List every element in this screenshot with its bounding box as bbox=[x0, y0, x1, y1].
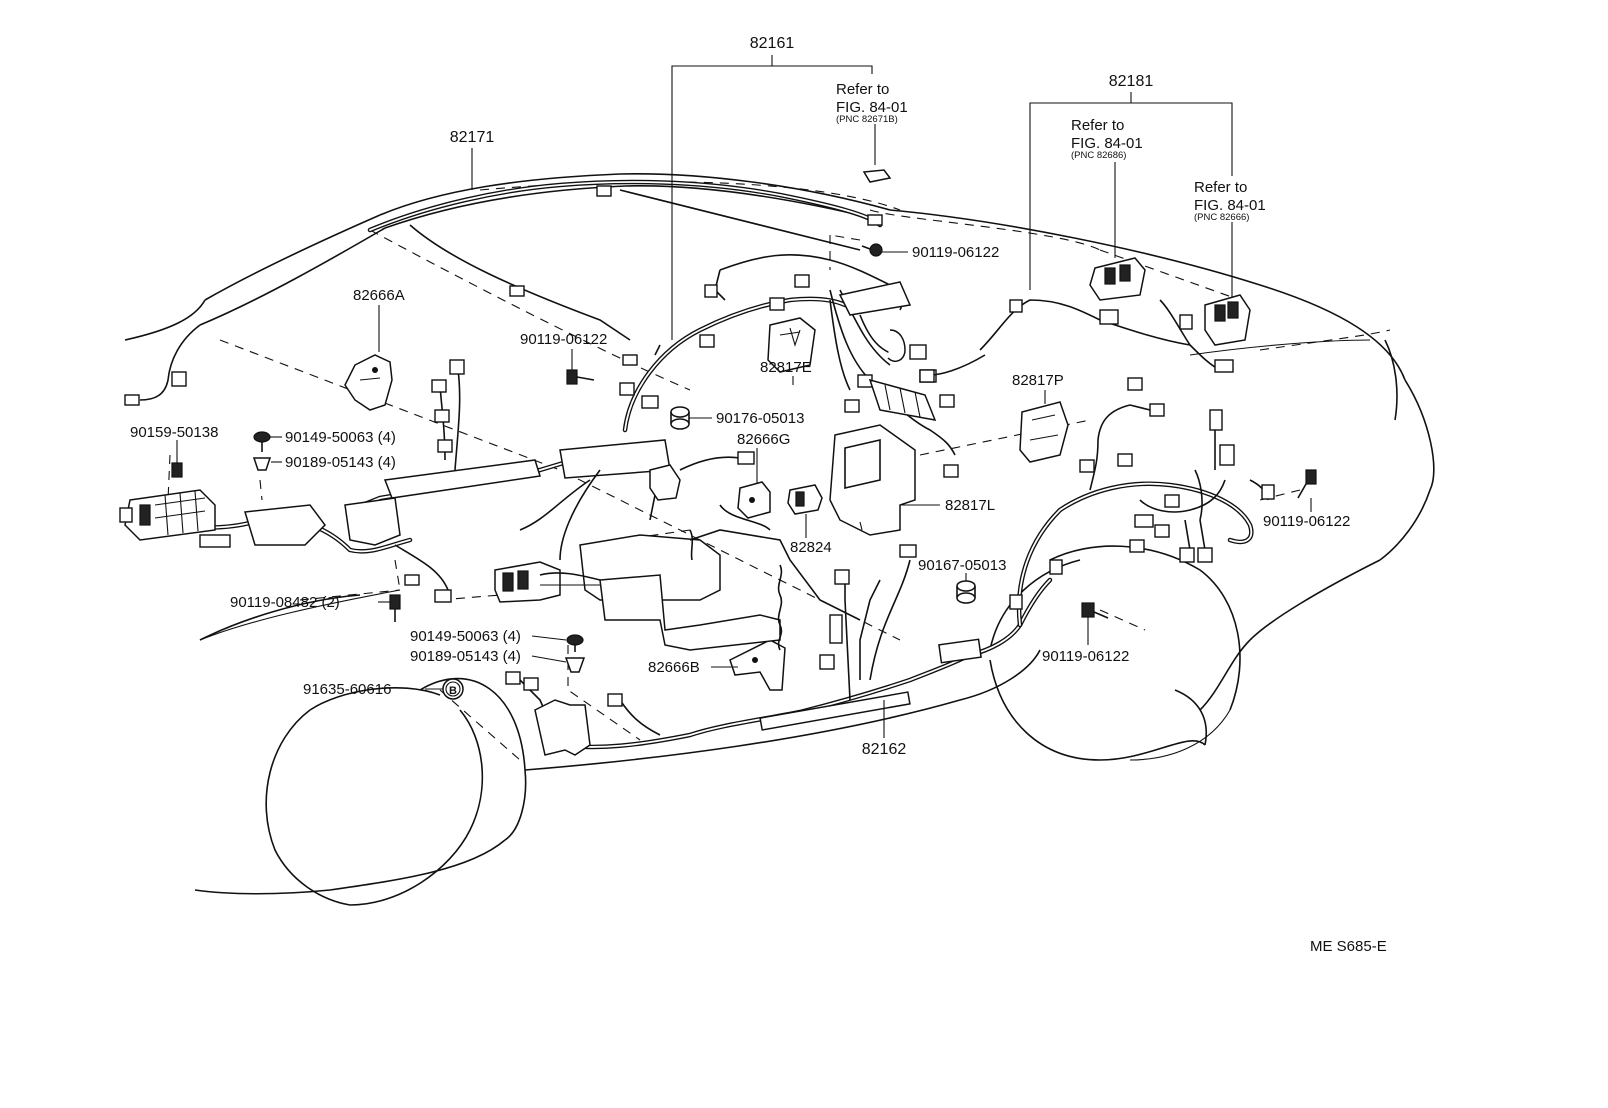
rear-harness-82181 bbox=[919, 257, 1251, 491]
label-90189-05143-upper: 90189-05143 (4) bbox=[285, 454, 396, 471]
dash-connector bbox=[199, 534, 231, 548]
label-82817l: 82817L bbox=[945, 497, 995, 514]
bolt-90119-06122-roof bbox=[861, 243, 883, 257]
bracket-82666b bbox=[729, 639, 786, 691]
bolt-90119-06122-rear-right bbox=[1297, 469, 1317, 499]
dash-connector bbox=[449, 359, 465, 375]
label-90149-50063-lower: 90149-50063 (4) bbox=[410, 628, 521, 645]
label-90119-06122-left: 90119-06122 bbox=[520, 331, 607, 348]
clip-82671b bbox=[862, 169, 892, 183]
label-90119-06122-rear-lower: 90119-06122 bbox=[1042, 648, 1129, 665]
label-90189-05143-lower: 90189-05143 (4) bbox=[410, 648, 521, 665]
dash-connector bbox=[437, 439, 453, 453]
bolt-90119-06122-left bbox=[566, 369, 595, 385]
label-90119-06122-rear-right: 90119-06122 bbox=[1263, 513, 1350, 530]
ref1-line1: Refer to bbox=[836, 81, 889, 98]
pillar-harness-82161 bbox=[619, 254, 959, 478]
clip-90189-05143-upper bbox=[252, 457, 272, 471]
part-82666a bbox=[344, 354, 393, 411]
part-82824 bbox=[787, 484, 823, 515]
label-90176-05013: 90176-05013 bbox=[716, 410, 804, 427]
dash-bracket bbox=[344, 497, 401, 546]
junction-block bbox=[119, 489, 216, 541]
center-console bbox=[494, 451, 861, 651]
front-pillar-connector bbox=[124, 394, 140, 406]
label-82161: 82161 bbox=[750, 35, 795, 52]
label-90119-06122-roof: 90119-06122 bbox=[912, 244, 999, 261]
label-82181: 82181 bbox=[1109, 73, 1154, 90]
label-82824: 82824 bbox=[790, 539, 832, 556]
diagram-code: ME S685-E bbox=[1310, 938, 1387, 955]
ref2-line3: (PNC 82686) bbox=[1071, 150, 1126, 161]
bolt-90119-08482 bbox=[389, 594, 401, 622]
label-82162: 82162 bbox=[862, 741, 907, 758]
roof-connector bbox=[596, 185, 612, 197]
roof-connector bbox=[622, 354, 638, 366]
circled-b-label: B bbox=[449, 685, 457, 697]
dash-bracket bbox=[244, 504, 326, 546]
rear-wheel-harness bbox=[1009, 409, 1275, 628]
label-82817e: 82817E bbox=[760, 359, 812, 376]
dash-bracket bbox=[383, 459, 541, 499]
floor-harness-82162 bbox=[505, 544, 1053, 756]
ref1-line2: FIG. 84-01 bbox=[836, 99, 908, 116]
nut-90167-05013 bbox=[956, 580, 976, 604]
screw-90149-50063-lower bbox=[566, 634, 584, 652]
label-82666g: 82666G bbox=[737, 431, 790, 448]
label-90167-05013: 90167-05013 bbox=[918, 557, 1006, 574]
screw-90149-50063-upper bbox=[253, 431, 271, 452]
instrument-panel-harness bbox=[147, 359, 671, 603]
label-90149-50063-upper: 90149-50063 (4) bbox=[285, 429, 396, 446]
label-90119-08482: 90119-08482 (2) bbox=[230, 594, 340, 611]
part-82817e bbox=[767, 317, 816, 373]
ref3-line1: Refer to bbox=[1194, 179, 1247, 196]
ref3-line2: FIG. 84-01 bbox=[1194, 197, 1266, 214]
dash-connector bbox=[434, 409, 450, 423]
nut-90176-05013 bbox=[670, 406, 690, 430]
part-labels: 82161 82181 82171 Refer to FIG. 84-01 (P… bbox=[130, 35, 1387, 955]
label-82666a: 82666A bbox=[353, 287, 405, 304]
label-90159-50138: 90159-50138 bbox=[130, 424, 218, 441]
part-82817p bbox=[1019, 401, 1069, 463]
label-91635-60616: 91635-60616 bbox=[303, 681, 391, 698]
front-pillar-connector bbox=[171, 371, 187, 387]
label-82817p: 82817P bbox=[1012, 372, 1064, 389]
dash-connector bbox=[404, 574, 420, 586]
label-82171: 82171 bbox=[450, 129, 495, 146]
circled-b-marker: B bbox=[442, 678, 464, 700]
ref1-line3: (PNC 82671B) bbox=[836, 114, 898, 125]
fasteners bbox=[171, 169, 1317, 673]
roof-connector bbox=[509, 285, 525, 297]
rear-module bbox=[1089, 257, 1146, 301]
roof-harness-82171 bbox=[124, 179, 883, 406]
clip-90189-05143-lower bbox=[564, 657, 586, 673]
ref3-line3: (PNC 82666) bbox=[1194, 212, 1249, 223]
roof-connector bbox=[867, 214, 883, 226]
part-82666g bbox=[737, 481, 771, 519]
leader-lines bbox=[176, 55, 1312, 738]
label-82666b: 82666B bbox=[648, 659, 700, 676]
part-82817l bbox=[829, 424, 916, 536]
ref2-line1: Refer to bbox=[1071, 117, 1124, 134]
ref2-line2: FIG. 84-01 bbox=[1071, 135, 1143, 152]
bolt-90159-50138 bbox=[171, 462, 183, 478]
dash-connector bbox=[431, 379, 447, 393]
dash-connector bbox=[434, 589, 452, 603]
bolt-90119-06122-rear-lower bbox=[1081, 602, 1109, 619]
